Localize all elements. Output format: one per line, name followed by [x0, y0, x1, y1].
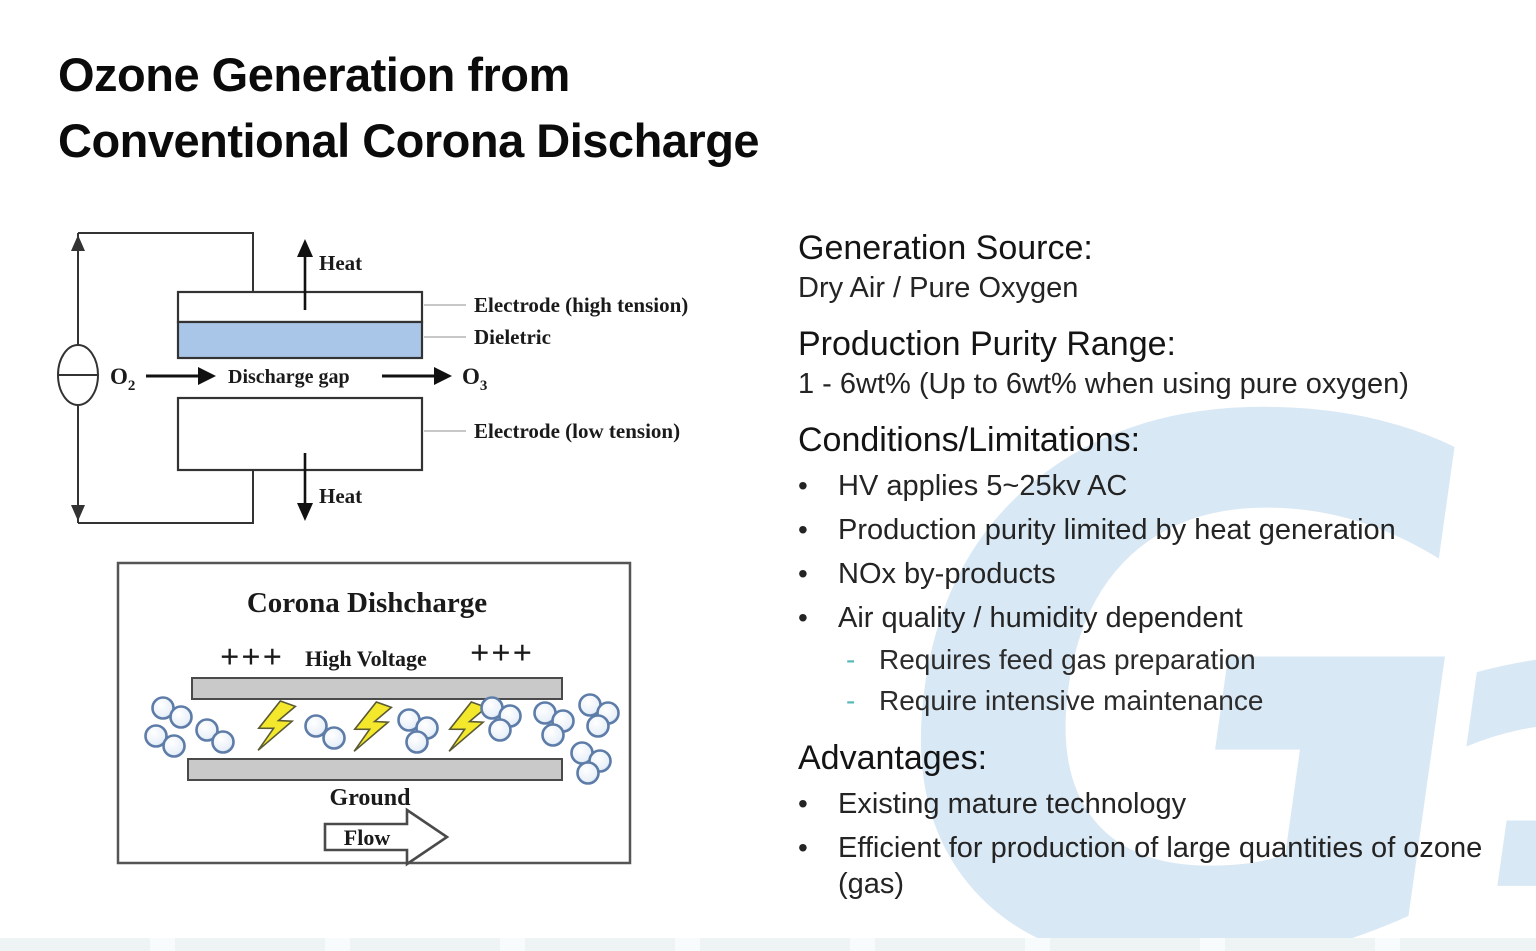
condition-sub-bullet-text: Require intensive maintenance — [879, 685, 1264, 716]
bullet-dot-icon: • — [798, 788, 808, 819]
heat-bottom-label: Heat — [319, 484, 362, 508]
high-voltage-label: High Voltage — [305, 646, 427, 671]
lightning-icon — [353, 700, 393, 752]
bullet-dot-icon: • — [798, 514, 808, 545]
o2-molecule-icon — [144, 724, 186, 758]
condition-bullet-text: Air quality / humidity dependent — [838, 602, 1243, 634]
condition-bullet-text: HV applies 5~25kv AC — [838, 470, 1128, 502]
o3-molecule-icon — [578, 693, 620, 738]
condition-bullet: • NOx by-products — [798, 556, 1504, 592]
lightning-icon — [257, 699, 297, 751]
apparatus-diagram: Heat Heat O2 Discharge gap O3 Electrode … — [57, 232, 688, 524]
condition-bullet: • Production purity limited by heat gene… — [798, 512, 1504, 548]
condition-sub-bullet-text: Requires feed gas preparation — [879, 644, 1256, 675]
flow-arrow-icon — [323, 807, 450, 867]
o2-label: O2 — [110, 364, 135, 394]
circuit-wires — [77, 232, 254, 524]
leader-lines — [424, 304, 466, 432]
advantage-bullet: • Existing mature technology — [798, 786, 1504, 822]
hv-electrode-bar — [191, 677, 563, 700]
bullet-dot-icon: • — [798, 602, 808, 633]
condition-bullet: • Air quality / humidity dependent — [798, 600, 1504, 636]
ground-label: Ground — [330, 785, 412, 811]
o2-molecule-icon — [151, 696, 193, 729]
bullet-dot-icon: • — [798, 558, 808, 589]
o2-molecule-icon — [304, 714, 346, 750]
advantages-heading: Advantages: — [798, 739, 988, 777]
page-title: Ozone Generation from Conventional Coron… — [58, 42, 760, 174]
dielectric-rect — [176, 320, 424, 360]
current-arrow-up-icon — [71, 235, 85, 251]
o3-arrow-icon — [382, 367, 452, 385]
heat-up-arrow-icon — [297, 239, 313, 310]
info-panel: Generation Source: Dry Air / Pure Oxygen… — [798, 228, 1504, 902]
ac-source-icon — [57, 344, 99, 406]
page-title-line1: Ozone Generation from — [58, 48, 570, 101]
plus-left-label: +++ — [220, 639, 284, 676]
advantage-bullet-text: Existing mature technology — [838, 788, 1187, 820]
plus-right-label: +++ — [470, 635, 534, 672]
heat-top-label: Heat — [319, 251, 362, 275]
condition-sub-bullet: - Requires feed gas preparation — [846, 643, 1504, 677]
heat-down-arrow-icon — [297, 453, 313, 521]
bottom-border-strip — [0, 938, 1536, 951]
electrode-low-label: Electrode (low tension) — [474, 419, 680, 443]
o3-label: O3 — [462, 364, 487, 394]
sub-dash-icon: - — [846, 644, 856, 675]
advantage-bullet: • Efficient for production of large quan… — [798, 830, 1504, 902]
page-title-line2: Conventional Corona Discharge — [58, 114, 760, 167]
generation-source-heading: Generation Source: — [798, 229, 1093, 267]
advantage-bullet-text: Efficient for production of large quanti… — [838, 832, 1483, 900]
condition-bullet-text: NOx by-products — [838, 558, 1056, 590]
generation-source-value: Dry Air / Pure Oxygen — [798, 272, 1079, 304]
o2-arrow-icon — [146, 367, 216, 385]
electrode-low-rect — [176, 396, 424, 472]
dielectric-label: Dieletric — [474, 325, 551, 349]
production-purity-heading: Production Purity Range: — [798, 325, 1176, 363]
condition-bullet: • HV applies 5~25kv AC — [798, 468, 1504, 504]
condition-bullet-text: Production purity limited by heat genera… — [838, 514, 1396, 546]
electrode-high-label: Electrode (high tension) — [474, 293, 688, 317]
condition-sub-bullet: - Require intensive maintenance — [846, 684, 1504, 718]
corona-title: Corona Dishcharge — [247, 587, 487, 619]
production-purity-value: 1 - 6wt% (Up to 6wt% when using pure oxy… — [798, 368, 1409, 400]
o3-molecule-icon — [533, 701, 575, 747]
corona-discharge-diagram: Corona Dishcharge +++ High Voltage +++ G… — [116, 561, 632, 867]
current-arrow-down-icon — [71, 505, 85, 521]
flow-label: Flow — [344, 825, 391, 850]
o3-molecule-icon — [397, 708, 439, 754]
bullet-dot-icon: • — [798, 832, 808, 863]
o3-molecule-icon — [480, 696, 522, 742]
o3-molecule-icon — [570, 741, 612, 785]
ground-electrode-bar — [187, 758, 563, 781]
discharge-gap-label: Discharge gap — [228, 366, 350, 388]
electrode-high-rect — [176, 290, 424, 324]
conditions-heading: Conditions/Limitations: — [798, 421, 1141, 459]
bullet-dot-icon: • — [798, 470, 808, 501]
o2-molecule-icon — [195, 718, 235, 754]
sub-dash-icon: - — [846, 685, 856, 716]
